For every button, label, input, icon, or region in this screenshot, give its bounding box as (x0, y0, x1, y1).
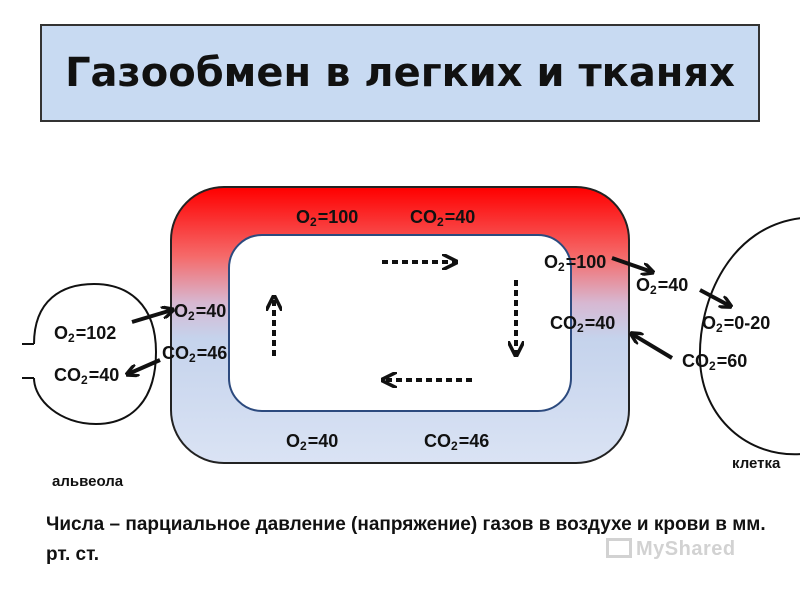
label-right-inner-o2: O2=100 (544, 252, 607, 274)
cell-caption: клетка (732, 455, 781, 472)
label-right-inner-co2: CO2=40 (550, 313, 616, 335)
alveola-caption: альвеола (52, 473, 124, 490)
label-cell-o2: O2=0-20 (702, 313, 771, 335)
label-bottom-o2: O2=40 (286, 431, 339, 453)
label-top-co2: CO2=40 (410, 207, 476, 229)
page-title: Газообмен в легких и тканях (65, 50, 735, 96)
co2-to-blood-arrow (632, 334, 674, 360)
title-box: Газообмен в легких и тканях (40, 24, 760, 122)
label-left-inner-co2: CO2=46 (162, 343, 228, 365)
watermark-logo: MyShared (606, 538, 736, 561)
label-alveola-o2: O2=102 (54, 323, 117, 345)
label-top-o2: O2=100 (296, 207, 359, 229)
co2-to-alveola-arrow (128, 358, 161, 374)
alveola-duct (22, 343, 34, 379)
label-cell-co2: CO2=60 (682, 351, 748, 373)
footnote: Числа – парциальное давление (напряжение… (46, 514, 766, 565)
label-bottom-co2: CO2=46 (424, 431, 490, 453)
o2-to-cell-arrow-2 (699, 288, 730, 306)
o2-to-blood-arrow (131, 310, 172, 324)
label-left-inner-o2: O2=40 (174, 301, 227, 323)
o2-to-cell-arrow-1 (611, 256, 652, 272)
presentation-icon (606, 538, 632, 558)
alveola-shape (33, 282, 158, 426)
watermark-text: MyShared (636, 538, 736, 560)
label-alveola-co2: CO2=40 (54, 365, 120, 387)
tissue-cell-shape (698, 217, 800, 456)
label-tissue-o2: O2=40 (636, 275, 689, 297)
